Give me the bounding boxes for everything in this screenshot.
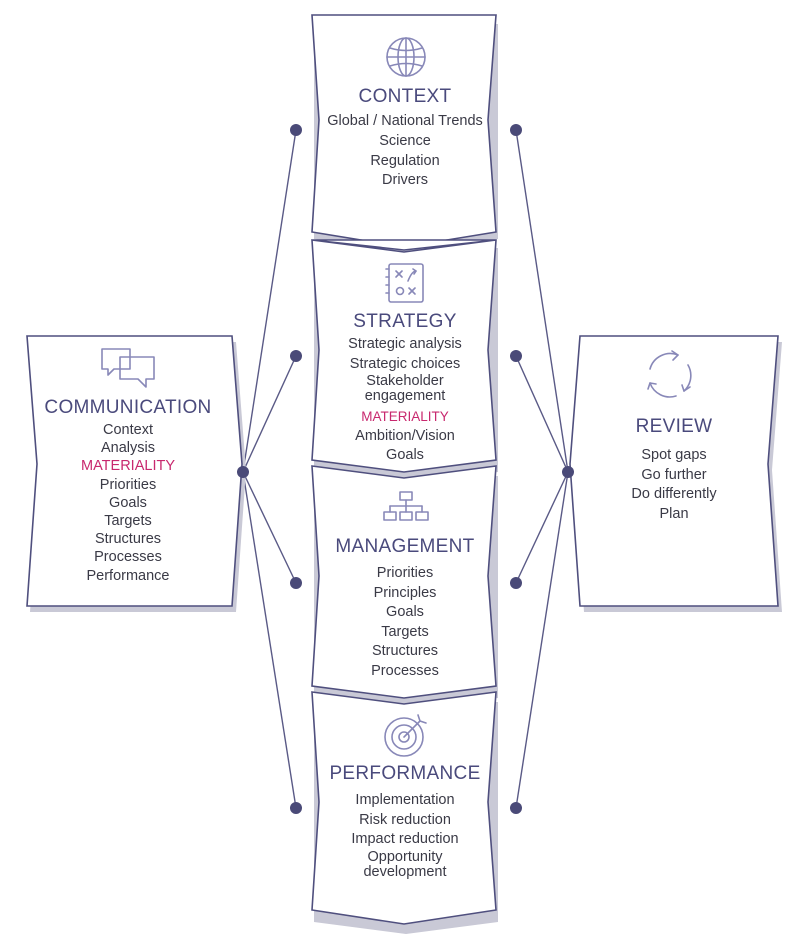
communication-materiality-item: MATERIALITY (81, 458, 175, 475)
performance-item: Risk reduction (359, 811, 451, 828)
communication-item: Goals (109, 494, 147, 511)
review-item: Do differently (631, 486, 717, 502)
communication-item: Structures (94, 531, 162, 548)
communication-item: Analysis (101, 440, 155, 457)
performance-item: Opportunity development (363, 848, 447, 880)
management-card: MANAGEMENT Priorities Principles Goals T… (320, 536, 490, 681)
globe-icon (386, 37, 426, 77)
review-item: Plan (659, 505, 689, 522)
review-item: Go further (641, 466, 707, 483)
management-item: Structures (371, 643, 439, 659)
context-card: CONTEXT Global / National Trends Science… (320, 86, 490, 191)
strategy-item: Goals (386, 447, 424, 463)
performance-item: Impact reduction (351, 831, 459, 847)
strategy-board-icon (385, 263, 424, 303)
performance-title: PERFORMANCE (329, 763, 481, 784)
performance-box-shape (311, 691, 498, 934)
review-box-shape (569, 335, 782, 612)
context-title: CONTEXT (358, 86, 452, 107)
target-icon (384, 714, 427, 757)
communication-item: Processes (94, 549, 162, 566)
strategy-item: Strategic choices (349, 355, 461, 372)
left-connectors (242, 129, 297, 809)
org-chart-icon (383, 491, 429, 521)
context-item: Drivers (382, 172, 428, 188)
management-item: Principles (373, 584, 437, 601)
strategy-materiality-item: MATERIALITY (361, 409, 449, 424)
right-connectors (515, 129, 569, 809)
management-item: Targets (381, 623, 429, 640)
context-box-shape (311, 14, 498, 254)
review-item: Spot gaps (641, 447, 707, 463)
management-box-shape (311, 465, 498, 710)
strategy-item: Ambition/Vision (355, 427, 455, 444)
strategy-card: STRATEGY Strategic analysis Strategic ch… (320, 311, 490, 466)
performance-item: Implementation (355, 792, 455, 808)
review-title: REVIEW (635, 416, 713, 437)
communication-item: Targets (104, 513, 152, 530)
communication-card: COMMUNICATION Context Analysis MATERIALI… (38, 397, 218, 585)
communication-item: Performance (86, 567, 170, 584)
performance-card: PERFORMANCE Implementation Risk reductio… (320, 763, 490, 880)
management-item: Processes (371, 662, 439, 679)
communication-item: Context (103, 422, 153, 438)
context-item: Global / National Trends (327, 113, 483, 129)
cycle-arrows-icon (647, 350, 692, 398)
connector-nodes (237, 124, 574, 814)
strategy-title: STRATEGY (353, 311, 457, 332)
communication-title: COMMUNICATION (44, 397, 212, 418)
strategy-item: Stakeholder engagement (364, 373, 446, 404)
management-item: Goals (386, 604, 424, 620)
management-title: MANAGEMENT (335, 536, 475, 557)
communication-box-shape (26, 335, 246, 612)
context-item: Science (379, 133, 431, 149)
review-card: REVIEW Spot gaps Go further Do different… (584, 416, 764, 524)
strategy-item: Strategic analysis (348, 336, 462, 352)
communication-item: Priorities (99, 476, 157, 493)
context-item: Regulation (370, 152, 440, 169)
strategy-box-shape (311, 239, 498, 484)
management-item: Priorities (376, 565, 434, 581)
speech-bubbles-icon (101, 348, 155, 388)
